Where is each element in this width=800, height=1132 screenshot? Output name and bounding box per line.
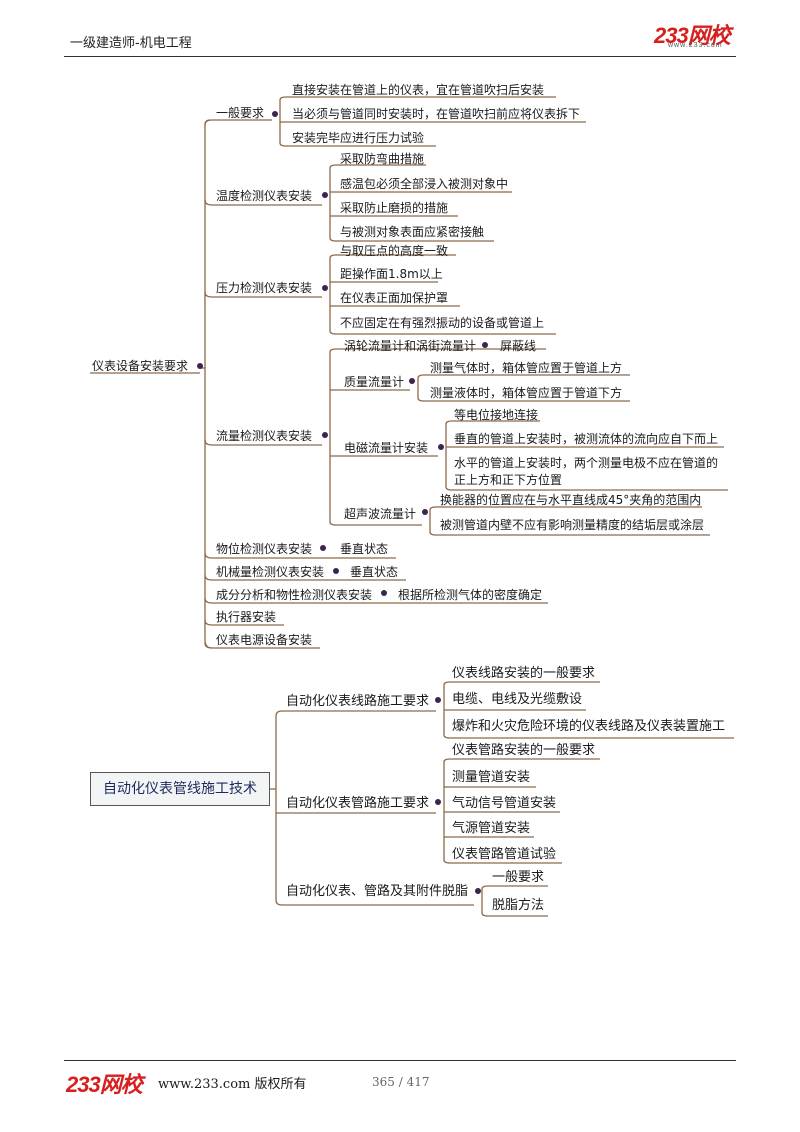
leaf: 脱脂方法 bbox=[492, 898, 545, 913]
branch-degreasing: 自动化仪表、管路及其附件脱脂 bbox=[286, 884, 469, 899]
header-divider bbox=[64, 56, 736, 57]
footer-copyright: www.233.com 版权所有 bbox=[158, 1077, 307, 1092]
branch-temperature: 温度检测仪表安装 bbox=[216, 189, 313, 203]
leaf: 采取防止磨损的措施 bbox=[340, 201, 449, 215]
branch-power: 仪表电源设备安装 bbox=[216, 633, 313, 647]
branch-pressure: 压力检测仪表安装 bbox=[216, 281, 313, 295]
footer-divider bbox=[64, 1060, 736, 1061]
leaf: 安装完毕应进行压力试验 bbox=[292, 131, 425, 145]
leaf: 与被测对象表面应紧密接触 bbox=[340, 225, 485, 239]
brand-logo-url: www.233.com bbox=[668, 42, 723, 49]
leaf: 气动信号管道安装 bbox=[452, 796, 557, 811]
leaf: 屏蔽线 bbox=[500, 339, 537, 353]
branch-analysis: 成分分析和物性检测仪表安装 bbox=[216, 588, 373, 602]
leaf: 等电位接地连接 bbox=[454, 408, 539, 422]
leaf: 与取压点的高度一致 bbox=[340, 244, 449, 258]
footer-brand-logo: 233网校 bbox=[66, 1072, 143, 1097]
flow-turbine: 涡轮流量计和涡街流量计 bbox=[344, 339, 477, 353]
leaf: 换能器的位置应在与水平直线成45°夹角的范围内 bbox=[440, 493, 702, 507]
map2-root: 自动化仪表管线施工技术 bbox=[90, 772, 270, 806]
branch-flow: 流量检测仪表安装 bbox=[216, 429, 313, 443]
brand-logo: 233网校 bbox=[654, 23, 731, 48]
leaf: 垂直状态 bbox=[340, 542, 389, 556]
leaf: 正上方和正下方位置 bbox=[454, 473, 563, 487]
leaf: 在仪表正面加保护罩 bbox=[340, 291, 449, 305]
leaf: 垂直状态 bbox=[350, 565, 399, 579]
leaf: 直接安装在管道上的仪表，宜在管道吹扫后安装 bbox=[292, 83, 545, 97]
leaf: 垂直的管道上安装时，被测流体的流向应自下而上 bbox=[454, 432, 719, 446]
leaf: 气源管道安装 bbox=[452, 821, 531, 836]
document-header-title: 一级建造师-机电工程 bbox=[70, 36, 192, 51]
flow-electromagnetic: 电磁流量计安装 bbox=[344, 441, 429, 455]
leaf: 测量气体时，箱体管应置于管道上方 bbox=[430, 361, 623, 375]
branch-level: 物位检测仪表安装 bbox=[216, 542, 313, 556]
leaf: 采取防弯曲措施 bbox=[340, 152, 425, 166]
leaf: 电缆、电线及光缆敷设 bbox=[452, 692, 583, 707]
page-number: 365 / 417 bbox=[372, 1075, 430, 1089]
branch-actuator: 执行器安装 bbox=[216, 610, 277, 624]
leaf: 根据所检测气体的密度确定 bbox=[398, 588, 543, 602]
flow-ultrasonic: 超声波流量计 bbox=[344, 507, 417, 521]
flow-mass: 质量流量计 bbox=[344, 375, 405, 389]
leaf: 仪表线路安装的一般要求 bbox=[452, 666, 596, 681]
branch-wiring: 自动化仪表线路施工要求 bbox=[286, 694, 430, 709]
leaf: 不应固定在有强烈振动的设备或管道上 bbox=[340, 316, 545, 330]
leaf: 感温包必须全部浸入被测对象中 bbox=[340, 177, 509, 191]
leaf: 仪表管路安装的一般要求 bbox=[452, 743, 596, 758]
leaf: 仪表管路管道试验 bbox=[452, 847, 557, 862]
branch-mechanical: 机械量检测仪表安装 bbox=[216, 565, 325, 579]
branch-general: 一般要求 bbox=[216, 106, 265, 120]
leaf: 当必须与管道同时安装时，在管道吹扫前应将仪表拆下 bbox=[292, 107, 581, 121]
map1-root: 仪表设备安装要求 bbox=[92, 359, 189, 373]
leaf: 测量液体时，箱体管应置于管道下方 bbox=[430, 386, 623, 400]
leaf: 被测管道内壁不应有影响测量精度的结垢层或涂层 bbox=[440, 518, 705, 532]
leaf: 距操作面1.8m以上 bbox=[340, 267, 443, 281]
leaf: 测量管道安装 bbox=[452, 770, 531, 785]
branch-piping: 自动化仪表管路施工要求 bbox=[286, 796, 430, 811]
leaf: 一般要求 bbox=[492, 870, 545, 885]
leaf: 水平的管道上安装时，两个测量电极不应在管道的 bbox=[454, 456, 719, 470]
leaf: 爆炸和火灾危险环境的仪表线路及仪表装置施工 bbox=[452, 719, 726, 734]
